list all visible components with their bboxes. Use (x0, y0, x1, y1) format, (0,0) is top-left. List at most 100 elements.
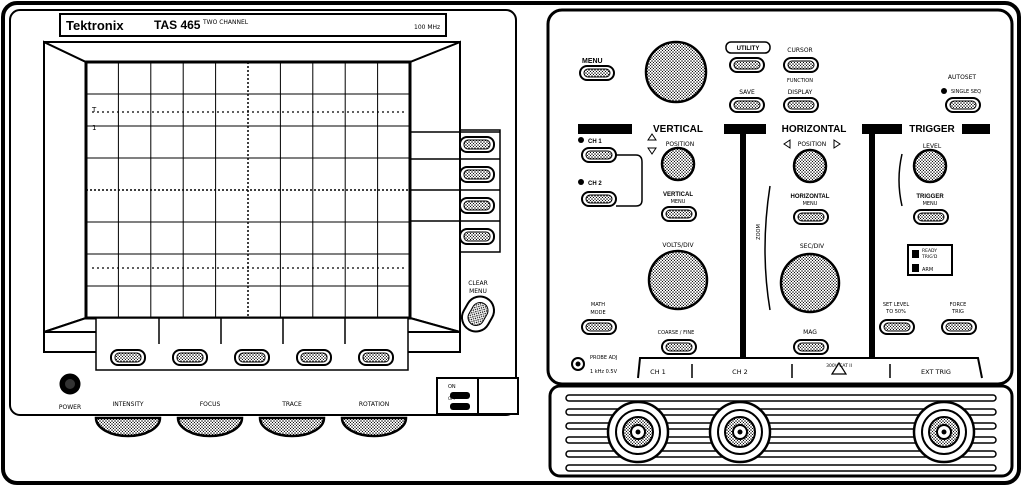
bottom-menu-button-3[interactable] (234, 349, 270, 366)
ch2-label: CH 2 (588, 181, 602, 187)
vent-slots (565, 394, 997, 472)
bottom-knob-4[interactable] (340, 416, 408, 438)
coarse-fine-button[interactable] (661, 339, 697, 355)
bottom-menu-button-1[interactable] (110, 349, 146, 366)
divider-vertical-horizontal (740, 134, 746, 372)
coarse-fine-label: COARSE / FINE (658, 330, 695, 336)
bottom-knob-label-2: FOCUS (200, 401, 221, 408)
sec-div-knob[interactable] (779, 252, 841, 314)
ref-mark-ch1: 1 (92, 124, 96, 132)
vertical-header: VERTICAL (653, 124, 703, 135)
volts-div-knob[interactable] (647, 249, 709, 311)
menu-label: MENU (582, 58, 603, 65)
vertical-position-knob[interactable] (660, 146, 696, 182)
math-menu-button[interactable] (581, 319, 617, 335)
general-purpose-knob[interactable] (644, 40, 708, 104)
bottom-knob-label-1: INTENSITY (112, 401, 143, 408)
graticule (86, 62, 410, 318)
bottom-knob-label-4: ROTATION (359, 401, 389, 408)
bottom-knob-label-3: TRACE (281, 401, 302, 408)
horizontal-header: HORIZONTAL (782, 124, 847, 135)
divider-horizontal-trigger (869, 134, 875, 372)
model-name: TAS 465 (154, 18, 201, 32)
ready-label-2: TRIG'D (921, 254, 938, 260)
probe-adj-label-2: 1 kHz 0.5V (590, 369, 618, 375)
connector-label-ext-trig: EXT TRIG (921, 368, 951, 376)
floppy-on-button[interactable] (450, 392, 470, 399)
ch1-label: CH 1 (588, 139, 602, 145)
ch2-menu-button[interactable] (581, 191, 617, 207)
set-level-button[interactable] (879, 319, 915, 335)
utility-button[interactable] (729, 57, 765, 73)
bnc-connector-3[interactable] (912, 400, 976, 464)
volts-div-label: VOLTS/DIV (662, 242, 694, 249)
vertical-menu-button[interactable] (661, 206, 697, 222)
probe-adj-label-1: PROBE ADJ (590, 355, 617, 361)
ch1-menu-button[interactable] (581, 147, 617, 163)
force-trig-button[interactable] (941, 319, 977, 335)
horizontal-menu-label-2: MENU (803, 201, 818, 207)
horizontal-menu-label-1: HORIZONTAL (791, 194, 830, 200)
run-stop-button[interactable] (945, 97, 981, 113)
ready-label-1: READY (922, 248, 937, 254)
connector-label-strip (637, 357, 983, 379)
sec-div-label: SEC/DIV (800, 243, 825, 250)
trigger-menu-label-2: MENU (923, 201, 938, 207)
side-menu-button-2[interactable] (459, 166, 495, 183)
trigger-header: TRIGGER (909, 124, 955, 135)
side-menu-button-3[interactable] (459, 197, 495, 214)
bottom-knob-2[interactable] (176, 416, 244, 438)
connector-label-rating: 300V CAT II (826, 363, 852, 369)
bottom-menu-button-5[interactable] (358, 349, 394, 366)
clear-menu-label-1: CLEAR (468, 280, 488, 287)
utility-badge (725, 41, 771, 54)
horizontal-position-label: POSITION (798, 141, 827, 148)
cursor-label: CURSOR (787, 47, 812, 54)
cursor-button[interactable] (783, 57, 819, 73)
brand-plate (59, 13, 447, 37)
bottom-knob-3[interactable] (258, 416, 326, 438)
connector-label-ch1: CH 1 (650, 368, 666, 376)
warning-icon (830, 361, 848, 375)
force-trig-label-2: TRIG (951, 309, 964, 315)
side-menu-button-4[interactable] (459, 228, 495, 245)
arm-label: ARM (922, 267, 933, 273)
set-level-label-1: SET LEVEL (883, 302, 910, 308)
bnc-connector-1[interactable] (606, 400, 670, 464)
menu-button[interactable] (579, 65, 615, 81)
display-button[interactable] (783, 97, 819, 113)
bottom-knob-1[interactable] (94, 416, 162, 438)
trigger-menu-label-1: TRIGGER (916, 194, 944, 200)
mag-button[interactable] (793, 339, 829, 355)
bnc-connector-2[interactable] (708, 400, 772, 464)
trigger-level-knob[interactable] (912, 148, 948, 184)
clear-menu-button[interactable] (457, 291, 499, 336)
vertical-position-label: POSITION (666, 141, 695, 148)
floppy-off-button[interactable] (450, 403, 470, 410)
model-subtitle: TWO CHANNEL (202, 19, 249, 26)
brand-logo: Tektronix (66, 18, 124, 33)
floppy-label-off: OFF (448, 396, 456, 401)
bandwidth-badge: 100 MHz (414, 24, 440, 31)
utility-label: UTILITY (737, 46, 760, 52)
autoset-label: AUTOSET (948, 74, 976, 81)
horizontal-menu-button[interactable] (793, 209, 829, 225)
set-level-label-2: TO 50% (885, 309, 906, 315)
side-menu-button-1[interactable] (459, 136, 495, 153)
trigger-level-label: LEVEL (923, 143, 942, 150)
mode-label: MODE (590, 310, 605, 316)
trigger-menu-button[interactable] (913, 209, 949, 225)
bottom-menu-button-2[interactable] (172, 349, 208, 366)
bottom-menu-buttons (95, 317, 409, 371)
mag-label: MAG (803, 329, 817, 336)
bottom-menu-button-4[interactable] (296, 349, 332, 366)
horizontal-position-knob[interactable] (792, 148, 828, 184)
save-label: SAVE (739, 89, 755, 96)
connector-label-ch2: CH 2 (732, 368, 748, 376)
side-menu-buttons (410, 129, 501, 253)
save-button[interactable] (729, 97, 765, 113)
bottom-knobs: INTENSITY FOCUS TRACE ROTATION (94, 401, 408, 438)
cursor-sublabel: FUNCTION (787, 78, 813, 84)
